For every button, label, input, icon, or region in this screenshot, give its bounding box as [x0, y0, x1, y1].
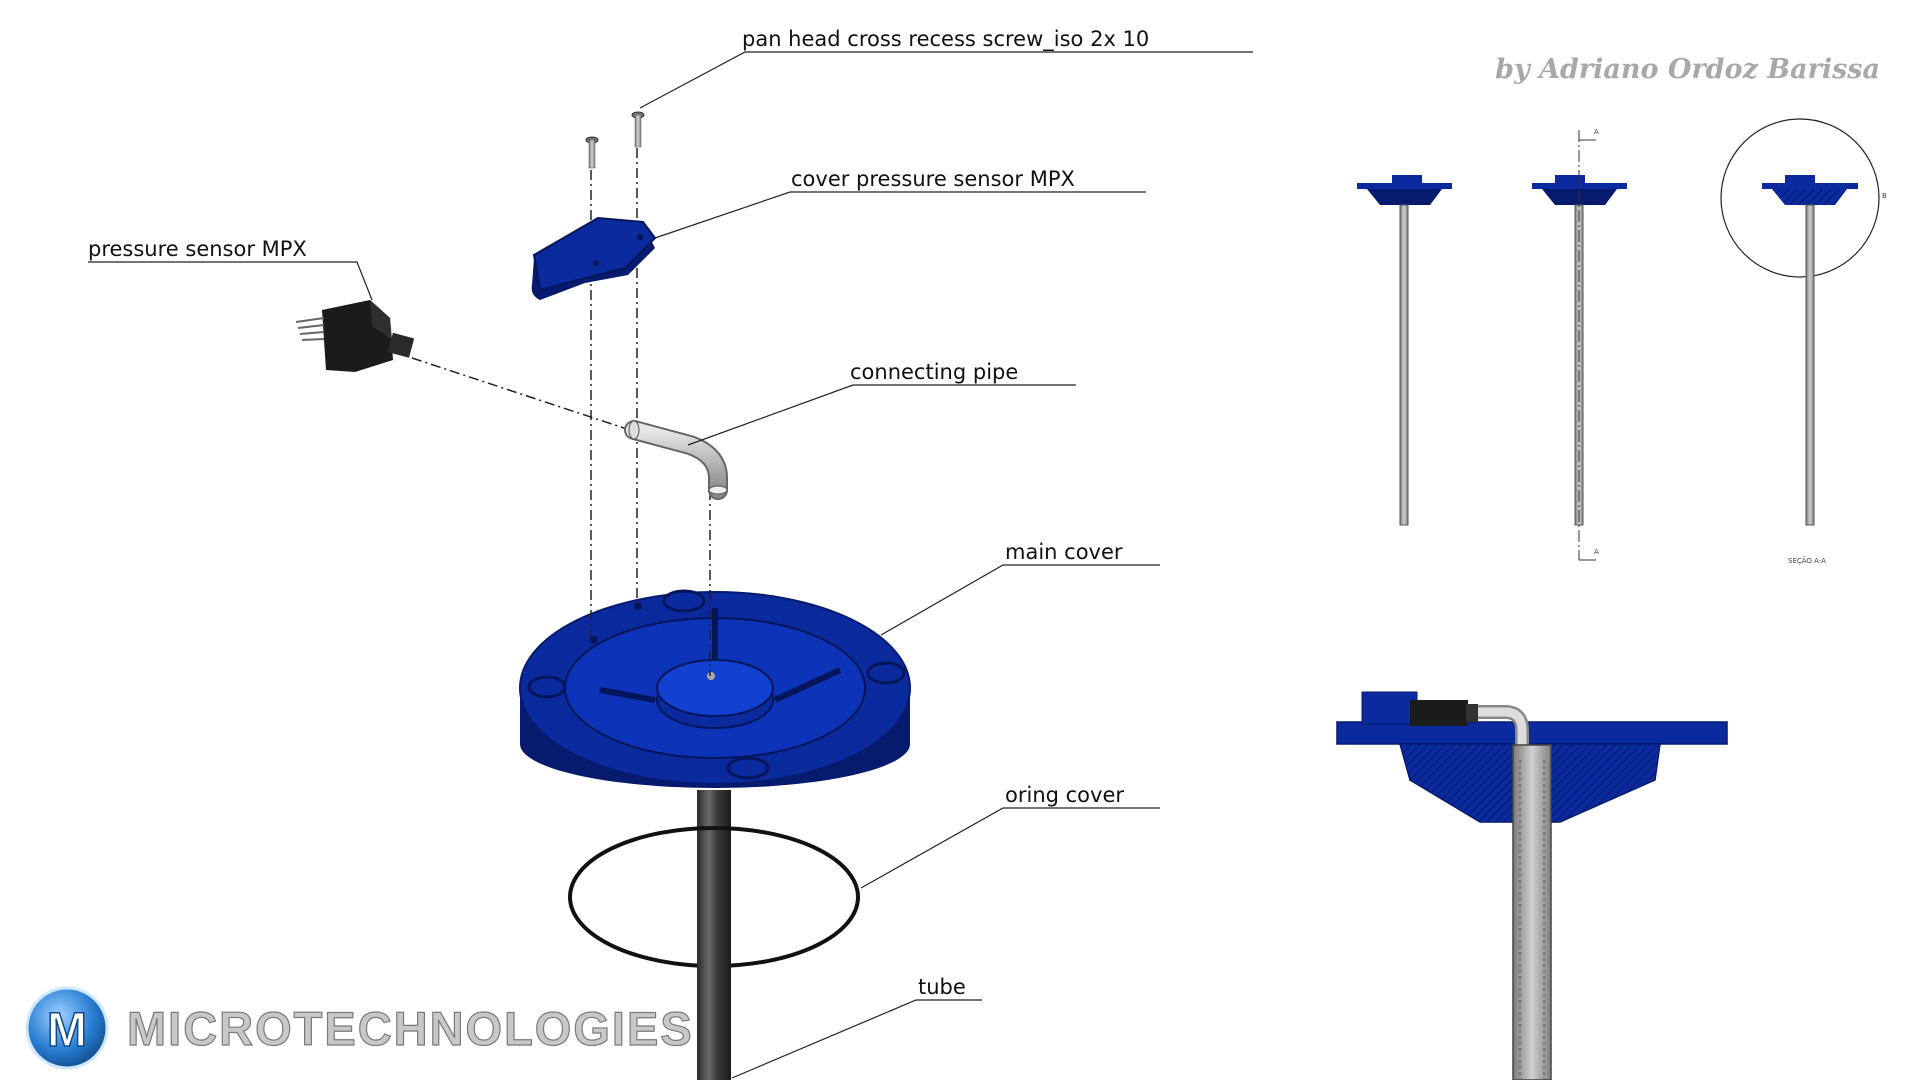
label-main-cover: main cover	[1005, 540, 1123, 564]
main-cover-part	[519, 589, 911, 788]
logo-monogram: M	[47, 1004, 87, 1057]
label-cover-sensor: cover pressure sensor MPX	[791, 167, 1075, 191]
author-signature: by Adriano Ordoz Barissa	[1495, 54, 1880, 85]
label-oring-cover: oring cover	[1005, 783, 1124, 807]
section-marker-top: A	[1594, 128, 1599, 136]
screw-part-left	[585, 136, 599, 169]
section-caption: SEÇÃO A-A	[1788, 556, 1826, 565]
label-screw: pan head cross recess screw_iso 2x 10	[742, 27, 1149, 52]
label-tube: tube	[918, 975, 966, 999]
detail-marker: B	[1882, 192, 1887, 200]
screw-part-right	[631, 111, 645, 148]
assembly-axes	[411, 148, 711, 676]
connecting-pipe-part	[624, 420, 728, 500]
front-view	[1357, 175, 1452, 526]
label-pressure-sensor: pressure sensor MPX	[88, 237, 307, 261]
pressure-sensor-part	[295, 300, 415, 372]
detail-view	[1336, 691, 1728, 1080]
cover-pressure-sensor-part	[531, 216, 657, 300]
label-connecting-pipe: connecting pipe	[850, 360, 1018, 384]
section-view	[1720, 118, 1880, 526]
brand-name: MICROTECHNOLOGIES	[127, 1002, 694, 1055]
section-marker-bottom: A	[1594, 548, 1599, 556]
microtechnologies-logo: M MICROTECHNOLOGIES	[25, 986, 694, 1070]
callout-leaders	[88, 51, 1253, 1079]
side-view	[1532, 130, 1627, 561]
